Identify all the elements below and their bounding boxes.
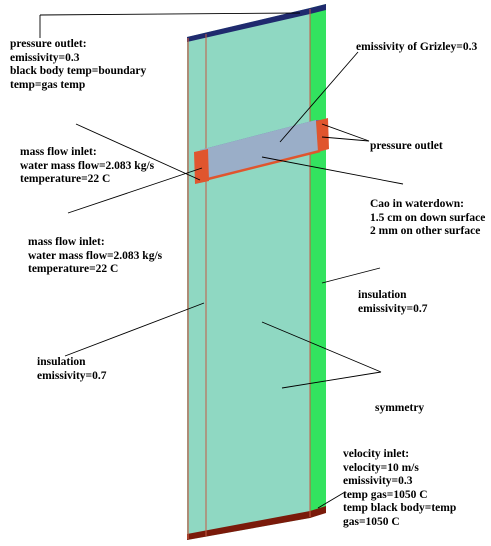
label-line: insulation — [358, 289, 407, 301]
leader-insulation-left — [64, 302, 205, 357]
grizley-bottom-edge — [199, 149, 321, 183]
label-line: emissivity=0.7 — [358, 302, 428, 315]
label-line: 1.5 cm on down surface — [370, 211, 486, 224]
label-line: gas=1050 C — [343, 515, 400, 528]
leader-pressure-outlet-right-1 — [321, 123, 370, 142]
label-mass-flow-inlet-1: mass flow inlet: water mass flow=2.083 k… — [20, 146, 154, 187]
wall-bottom-cap — [187, 506, 326, 540]
label-cao-waterdown: Cao in waterdown: 1.5 cm on down surface… — [370, 198, 485, 239]
label-line: mass flow inlet: — [20, 146, 97, 158]
leader-grizley — [279, 51, 359, 143]
label-line: velocity=10 m/s — [343, 461, 419, 474]
label-line: black body temp=boundary — [10, 65, 147, 77]
label-line: emissivity=0.3 — [10, 51, 80, 64]
label-line: temp gas=1050 C — [343, 488, 428, 501]
label-line: insulation — [37, 356, 86, 368]
grizley-left-inlet — [194, 149, 209, 184]
label-line: pressure outlet — [370, 140, 443, 152]
label-mass-flow-inlet-2: mass flow inlet: water mass flow=2.083 k… — [28, 236, 162, 277]
label-line: water mass flow=2.083 kg/s — [20, 159, 155, 172]
label-line: water mass flow=2.083 kg/s — [28, 249, 163, 262]
label-pressure-outlet-top: pressure outlet: emissivity=0.3 black bo… — [10, 38, 146, 92]
leader-velocity-inlet — [317, 491, 346, 509]
wall-side-face — [310, 4, 326, 518]
leader-insulation-right — [321, 267, 381, 284]
label-line: velocity inlet: — [343, 448, 410, 460]
label-line: pressure outlet: — [10, 38, 87, 50]
label-line: emissivity=0.3 — [343, 475, 413, 487]
label-insulation-right: insulation emissivity=0.7 — [358, 289, 427, 316]
label-insulation-left: insulation emissivity=0.7 — [37, 356, 106, 383]
label-line: mass flow inlet: — [28, 236, 105, 248]
grizley-lower-band — [205, 140, 320, 178]
label-symmetry: symmetry — [375, 402, 424, 416]
wall-front-face — [187, 8, 310, 540]
leader-pressure-outlet-right-2 — [321, 136, 370, 142]
label-line: temperature=22 C — [20, 173, 111, 185]
label-velocity-inlet: velocity inlet: velocity=10 m/s emissivi… — [343, 448, 456, 529]
leader-symmetry-2 — [281, 371, 382, 389]
label-line: 2 mm on other surface — [370, 225, 481, 237]
label-line: temperature=22 C — [28, 263, 119, 275]
label-line: emissivity of Grizley=0.3 — [356, 41, 478, 53]
label-pressure-outlet-right: pressure outlet — [370, 140, 443, 154]
label-line: temp black body=temp — [343, 502, 457, 514]
label-line: temp=gas temp — [10, 78, 86, 91]
leader-cao — [261, 156, 404, 185]
label-line: emissivity=0.7 — [37, 369, 107, 382]
label-line: symmetry — [375, 402, 425, 414]
grizley-right-inlet — [316, 118, 329, 152]
leader-mass-flow-2 — [67, 167, 203, 214]
leader-pressure-outlet-top-1 — [39, 12, 301, 16]
label-emissivity-grizley: emissivity of Grizley=0.3 — [356, 41, 477, 55]
leader-mass-flow-1 — [75, 123, 201, 181]
label-line: Cao in waterdown: — [370, 198, 464, 210]
leader-symmetry-1 — [261, 321, 382, 373]
